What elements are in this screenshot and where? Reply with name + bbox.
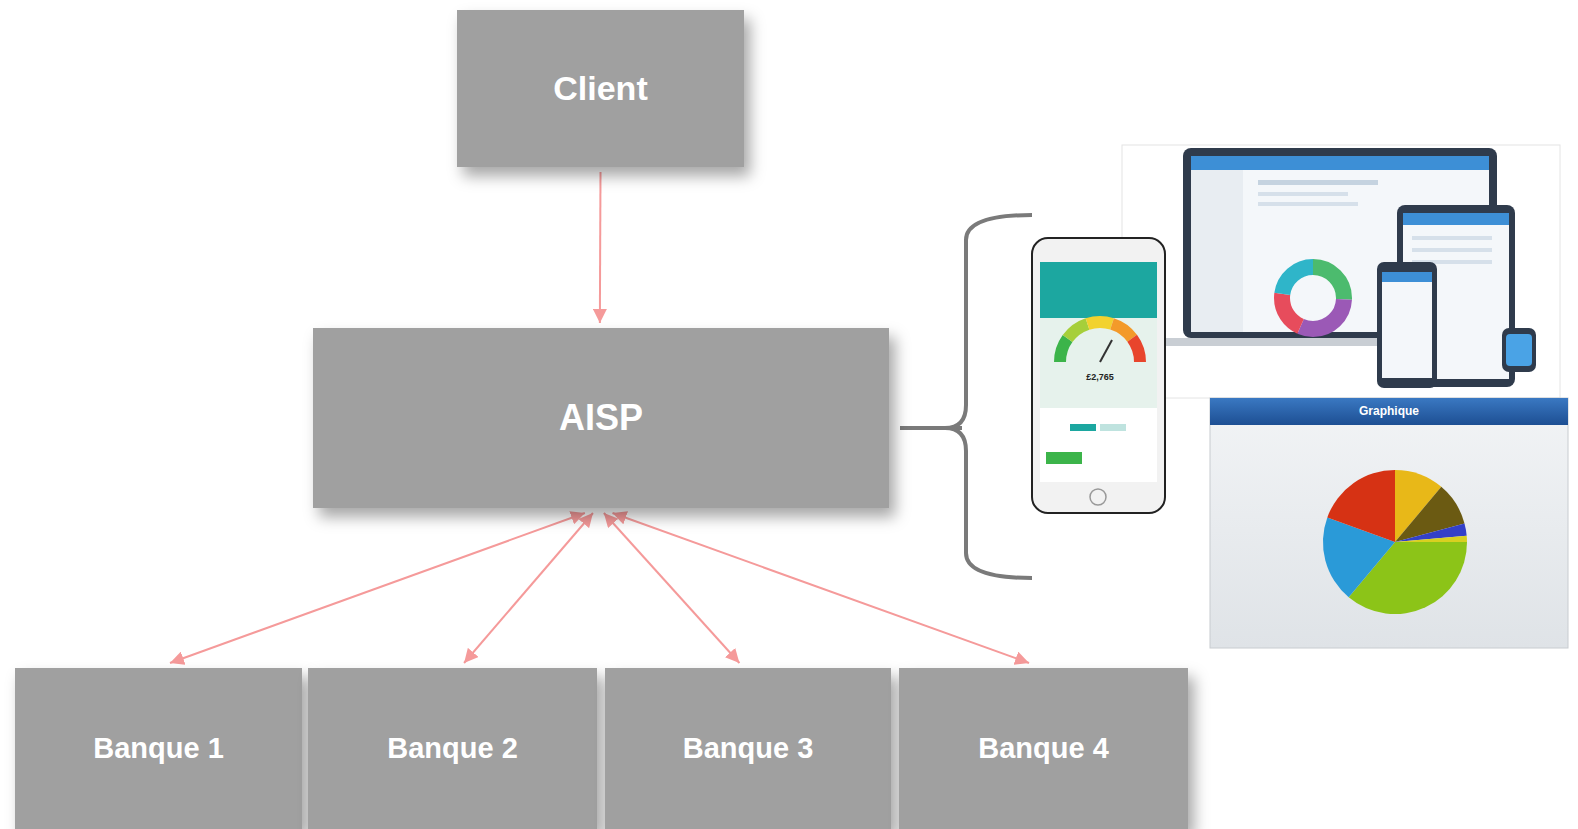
laptop-header: [1191, 156, 1489, 170]
pie-panel: [1210, 398, 1568, 648]
phone-button: [1070, 424, 1096, 431]
phone-screen: [1040, 262, 1157, 482]
process-box: AISP: [313, 328, 889, 508]
connector-arrow: [604, 513, 740, 663]
gauge-arc: [1060, 322, 1140, 362]
pie-slice: [1395, 523, 1467, 542]
process-box: Client: [457, 10, 744, 167]
phone-button: [1100, 424, 1126, 431]
screenshot-text: £2,765: [1086, 372, 1114, 382]
donut-segment: [1282, 267, 1344, 329]
connector-arrow: [613, 513, 1030, 663]
phone-home-button: [1090, 489, 1106, 505]
laptop-sidebar: [1191, 170, 1243, 332]
box-label: Banque 4: [978, 732, 1109, 765]
connector-arrow: [464, 513, 593, 663]
box-label: Banque 2: [387, 732, 518, 765]
devices-panel: [1122, 145, 1560, 398]
screenshot-text: Graphique: [1359, 404, 1419, 418]
box-label: Banque 3: [683, 732, 814, 765]
box-label: AISP: [559, 397, 643, 439]
phone-screen: [1382, 272, 1432, 378]
phone-header: [1040, 262, 1157, 318]
watch-screen: [1506, 334, 1532, 366]
screen-line: [1258, 180, 1378, 185]
gauge-needle: [1100, 340, 1112, 362]
screen-line: [1412, 236, 1492, 240]
curly-bracket: [945, 215, 1032, 578]
process-box: Banque 1: [15, 668, 302, 829]
pie-slice: [1327, 470, 1395, 542]
process-box: Banque 4: [899, 668, 1188, 829]
gauge-arc: [1060, 322, 1140, 362]
box-label: Client: [553, 69, 647, 108]
gauge-arc: [1060, 322, 1140, 362]
donut-segment: [1282, 267, 1344, 329]
screen-line: [1258, 192, 1348, 196]
box-label: Banque 1: [93, 732, 224, 765]
gauge-arc: [1060, 322, 1140, 362]
screen-line: [1258, 202, 1358, 206]
gauge-arc: [1060, 322, 1140, 362]
connector-arrow: [170, 513, 585, 663]
connector-arrow: [599, 172, 602, 323]
phone-header: [1382, 272, 1432, 282]
phone-frame: [1377, 262, 1437, 388]
pie-title-bar: [1210, 398, 1568, 425]
process-box: Banque 2: [308, 668, 597, 829]
screen-line: [1412, 248, 1492, 252]
phone-body: [1032, 238, 1165, 513]
donut-segment: [1282, 267, 1344, 329]
donut-segment: [1282, 267, 1344, 329]
phone-badge: [1046, 452, 1082, 464]
tablet-header: [1403, 213, 1509, 225]
watch: [1502, 328, 1536, 372]
phone-gauge-ground: [1040, 318, 1157, 408]
process-box: Banque 3: [605, 668, 891, 829]
pie-slice: [1395, 536, 1467, 542]
